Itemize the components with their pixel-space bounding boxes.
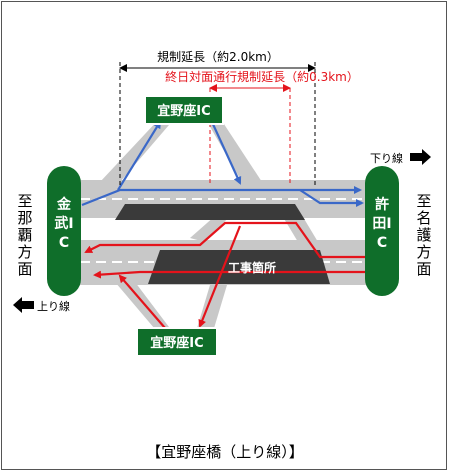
allday-regulation-dimension: 終日対面通行規制延長（約0.3km）: [165, 69, 359, 185]
down-line-indicator: 下り線: [370, 149, 431, 165]
top-on-ramp: [205, 118, 262, 182]
blue-route-offramp: [117, 120, 162, 191]
work-zone-upper: [115, 204, 305, 220]
down-line-arrow-icon: [410, 149, 431, 165]
ic-left-label: 金武IC: [54, 197, 74, 251]
up-line-arrow-icon: [13, 297, 34, 313]
ic-top-label: 宜野座IC: [157, 103, 210, 119]
ic-bottom-label: 宜野座IC: [150, 335, 203, 351]
blue-route-onramp: [211, 121, 242, 185]
to-naha-label: 至那覇方面: [17, 192, 33, 278]
work-zone-lower: [148, 250, 330, 284]
diagram-caption: 【宜野座橋（上り線）】: [146, 443, 304, 461]
work-area-label: 工事箇所: [228, 260, 276, 275]
top-off-ramp: [100, 118, 175, 182]
ic-right: [365, 166, 399, 296]
down-line-label: 下り線: [370, 151, 403, 165]
work-zones: [115, 204, 330, 284]
red-route-onramp: [118, 274, 166, 329]
to-nago-label: 至名護方面: [416, 192, 432, 278]
total-regulation-label: 規制延長（約2.0km）: [157, 49, 279, 64]
ic-left: [47, 166, 81, 296]
ic-bottom: 宜野座IC: [136, 327, 218, 357]
up-line-indicator: 上り線: [13, 297, 70, 313]
red-route: [84, 221, 365, 329]
ic-right-label: 許田IC: [372, 197, 392, 251]
red-route-main: [84, 221, 365, 259]
blue-route-main: [81, 186, 362, 207]
allday-regulation-label: 終日対面通行規制延長（約0.3km）: [165, 69, 359, 84]
ic-top: 宜野座IC: [144, 95, 224, 125]
blue-route: [81, 120, 364, 207]
red-route-offramp: [198, 225, 242, 328]
red-route-lower: [93, 270, 365, 279]
blue-route-exit: [299, 189, 364, 207]
up-line-label: 上り線: [37, 299, 70, 313]
total-regulation-dimension: 規制延長（約2.0km）: [119, 49, 316, 185]
